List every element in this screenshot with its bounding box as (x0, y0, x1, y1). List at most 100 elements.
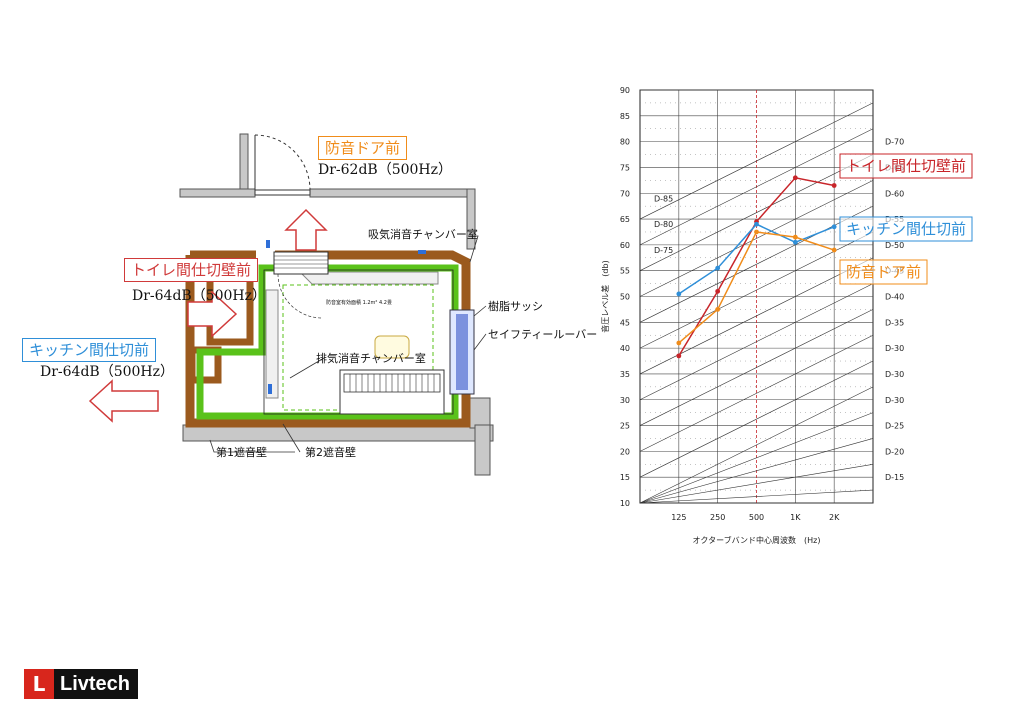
toilet-value: Dr-64dB（500Hz） (132, 288, 267, 304)
chart-x-tick-label: 2K (829, 513, 840, 522)
chart-d-label: D-30 (885, 396, 904, 405)
second-sound-wall (196, 264, 459, 420)
chart-data-point (792, 239, 798, 245)
kitchen-label: キッチン間仕切前 (22, 338, 157, 362)
chart-x-tick-label: 500 (749, 513, 764, 522)
resin-sash-label: 樹脂サッシ (488, 300, 543, 313)
chart-d-label: D-75 (654, 246, 673, 255)
chart-y-tick-label: 70 (620, 189, 630, 198)
chart-y-tick-label: 60 (620, 241, 630, 250)
chart-y-tick-label: 55 (620, 267, 630, 276)
chart-data-point (754, 221, 759, 227)
chart-y-axis-title: 音圧レベル差 (db) (600, 260, 610, 332)
building-walls (179, 133, 494, 476)
chart-y-tick-label: 90 (620, 86, 630, 95)
wall2-label: 第2遮音壁 (305, 446, 356, 459)
chart-y-tick-label: 75 (620, 163, 630, 172)
toilet-measure-arrow (187, 290, 238, 338)
chart-d-label: D-30 (885, 344, 904, 353)
logo-mark: L (24, 669, 54, 699)
chart-y-tick-label: 10 (620, 499, 630, 508)
chart-y-tick-label: 25 (620, 422, 630, 431)
chart-d-label: D-50 (885, 241, 904, 250)
wall1-label: 第1遮音壁 (216, 446, 267, 459)
door-label: 防音ドア前 (318, 136, 408, 160)
chart-data-point (676, 291, 682, 297)
chart-data-point (831, 247, 837, 253)
chart-data-point (754, 229, 759, 235)
kitchen-value: Dr-64dB（500Hz） (40, 364, 175, 380)
chart-reference-line (639, 412, 874, 504)
chart-legend-label: トイレ間仕切壁前 (846, 157, 966, 175)
chart-reference-line (639, 154, 874, 271)
chart-y-tick-label: 45 (620, 318, 630, 327)
door-frame (273, 251, 329, 319)
chart-data-point (792, 175, 798, 181)
entry-door (254, 134, 311, 196)
chart-d-label: D-35 (885, 318, 904, 327)
chart-data-point (831, 224, 837, 230)
piano (339, 335, 445, 415)
chart-data-point (715, 307, 721, 312)
chart-y-tick-label: 35 (620, 370, 630, 379)
chart-legend-box (839, 216, 973, 242)
chart-d-label: D-70 (885, 138, 904, 147)
livtech-logo: L Livtech (24, 668, 139, 700)
exhaust-chamber-label: 排気消音チャンバー室 (316, 352, 426, 365)
chart-legend-label: 防音ドア前 (846, 263, 921, 281)
chart-y-tick-label: 15 (620, 473, 630, 482)
chart-reference-line (639, 360, 874, 478)
chart-x-axis-title: オクターブバンド中心周波数 (Hz) (693, 535, 821, 545)
chart-data-point (715, 288, 721, 294)
chart-legend-box (839, 153, 973, 179)
chart-legend-box (839, 259, 928, 285)
chart-y-tick-label: 40 (620, 344, 630, 353)
kitchen-measure-arrow (88, 379, 159, 423)
chart-reference-line (639, 283, 874, 401)
door-measure-arrow (284, 208, 328, 251)
chart-y-tick-label: 50 (620, 293, 630, 302)
window-sash (449, 309, 475, 395)
chart-reference-line (639, 489, 874, 504)
chart-legend-label: キッチン間仕切前 (846, 220, 966, 238)
chart-reference-line (639, 309, 874, 426)
chart-reference-line (639, 463, 874, 504)
chart-reference-line (639, 128, 874, 246)
chart-reference-line (639, 180, 874, 297)
chart-y-tick-label: 85 (620, 112, 630, 121)
chart-d-label: D-15 (885, 473, 904, 482)
chart-data-point (676, 353, 682, 359)
chart-data-point (831, 183, 837, 188)
chart-reference-line (639, 334, 874, 452)
chart-data-point (792, 234, 798, 240)
chart-y-tick-label: 80 (620, 138, 630, 147)
chart-d-label: D-60 (885, 189, 904, 198)
chart-d-label: D-20 (885, 447, 904, 456)
chart-x-tick-label: 125 (671, 513, 686, 522)
chart-x-tick-label: 1K (790, 513, 801, 522)
intake-chamber-label: 吸気消音チャンバー室 (368, 228, 478, 241)
chart-d-label: D-85 (654, 194, 673, 203)
toilet-label: トイレ間仕切壁前 (124, 258, 259, 282)
chart-reference-line (639, 102, 874, 220)
chart-data-point (715, 265, 721, 271)
safety-louver-label: セイフティールーバー (488, 328, 598, 341)
chart-d-label: D-40 (885, 293, 904, 302)
exhaust-duct (265, 289, 279, 399)
chart-x-tick-label: 250 (710, 513, 725, 522)
chart-reference-line (639, 386, 874, 504)
chart-reference-line (639, 438, 874, 504)
leader-lines (209, 235, 487, 453)
logo-wordmark: Livtech (54, 669, 139, 699)
room-note: 防音室有効面積 1.2m² 4.2畳 (326, 300, 392, 306)
sensor-marks (266, 240, 426, 394)
chart-d-label: D-25 (885, 422, 904, 431)
chart-d-label: D-80 (654, 220, 673, 229)
chart-d-label: D-30 (885, 370, 904, 379)
door-value: Dr-62dB（500Hz） (318, 162, 453, 178)
chart-y-tick-label: 30 (620, 396, 630, 405)
chart-y-tick-label: 20 (620, 447, 630, 456)
chart-y-tick-label: 65 (620, 215, 630, 224)
chart-data-point (676, 340, 682, 346)
